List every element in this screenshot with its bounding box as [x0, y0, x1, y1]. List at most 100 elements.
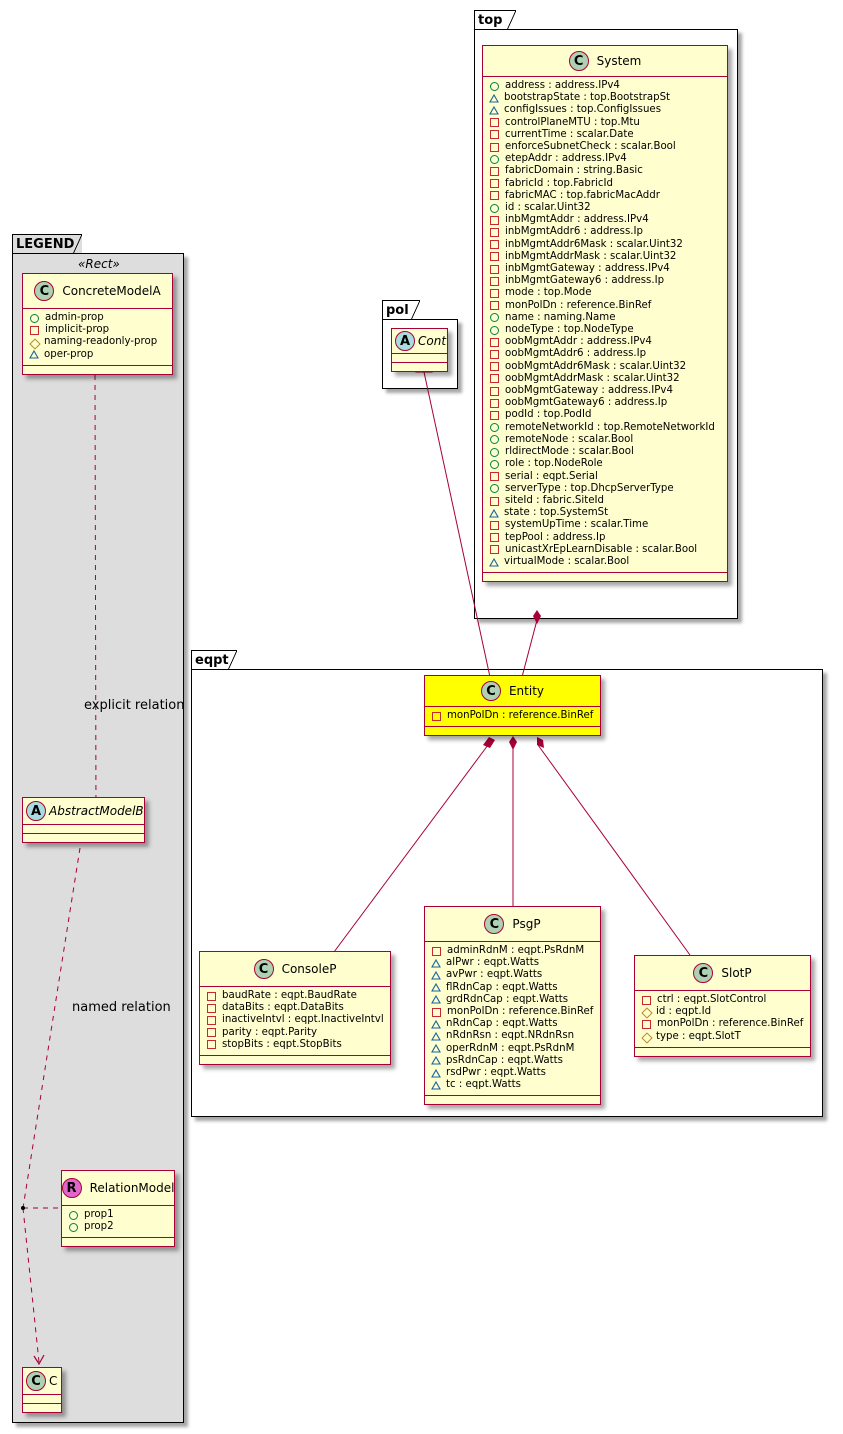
- attribute-row: etepAddr : address.IPv4: [489, 153, 727, 165]
- private-visibility-icon: [207, 1028, 216, 1038]
- public-visibility-icon: [490, 81, 499, 91]
- attribute-text: inbMgmtAddrMask : scalar.Uint32: [505, 250, 677, 262]
- attribute-row: oper-prop: [29, 349, 172, 361]
- private-visibility-icon: [490, 142, 499, 152]
- attribute-text: configIssues : top.ConfigIssues: [504, 104, 662, 116]
- attribute-row: inactiveIntvl : eqpt.InactiveIntvl: [206, 1014, 390, 1026]
- attribute-text: remoteNetworkId : top.RemoteNetworkId: [505, 421, 715, 433]
- attribute-text: stopBits : eqpt.StopBits: [222, 1038, 342, 1050]
- attribute-text: oobMgmtGateway6 : address.Ip: [505, 397, 668, 409]
- attribute-text: fabricDomain : string.Basic: [505, 165, 643, 177]
- attribute-row: address : address.IPv4: [489, 80, 727, 92]
- legend-stereotype: «Rect»: [78, 257, 120, 271]
- class-name: C: [49, 1374, 58, 1388]
- attribute-row: flRdnCap : eqpt.Watts: [431, 982, 600, 994]
- attribute-text: state : top.SystemSt: [504, 507, 609, 519]
- attribute-text: prop2: [84, 1221, 114, 1233]
- attribute-row: configIssues : top.ConfigIssues: [489, 104, 727, 116]
- package-visibility-icon: [431, 1044, 441, 1053]
- private-visibility-icon: [207, 991, 216, 1001]
- attribute-text: oobMgmtAddr6Mask : scalar.Uint32: [505, 360, 687, 372]
- private-visibility-icon: [207, 1040, 216, 1050]
- abstract-spot-icon: A: [395, 331, 415, 351]
- attribute-row: monPolDn : reference.BinRef: [431, 1006, 600, 1018]
- attribute-text: admin-prop: [45, 312, 104, 323]
- private-visibility-icon: [490, 276, 499, 286]
- attribute-text: systemUpTime : scalar.Time: [505, 519, 649, 531]
- private-visibility-icon: [490, 520, 499, 530]
- attribute-text: monPolDn : reference.BinRef: [447, 1006, 594, 1018]
- attribute-text: serverType : top.DhcpServerType: [505, 482, 674, 494]
- attribute-row: oobMgmtAddrMask : scalar.Uint32: [489, 373, 727, 385]
- attribute-text: operRdnM : eqpt.PsRdnM: [446, 1042, 575, 1054]
- package-visibility-icon: [431, 1068, 441, 1078]
- attribute-row: serial : eqpt.Serial: [489, 471, 727, 483]
- attribute-row: nRdnRsn : eqpt.NRdnRsn: [431, 1030, 600, 1042]
- attribute-row: type : eqpt.SlotT: [641, 1031, 810, 1043]
- private-visibility-icon: [642, 995, 651, 1005]
- private-visibility-icon: [490, 252, 499, 262]
- attribute-row: prop1: [68, 1209, 174, 1221]
- method-list: [635, 1048, 810, 1056]
- public-visibility-icon: [490, 459, 499, 469]
- attribute-row: adminRdnM : eqpt.PsRdnM: [431, 945, 600, 957]
- public-visibility-icon: [490, 203, 499, 213]
- private-visibility-icon: [490, 411, 499, 421]
- attribute-row: id : eqpt.Id: [641, 1006, 810, 1018]
- attribute-row: siteId : fabric.SiteId: [489, 495, 727, 507]
- attribute-row: nodeType : top.NodeType: [489, 324, 727, 336]
- attribute-text: monPolDn : reference.BinRef: [505, 299, 652, 311]
- attribute-row: name : naming.Name: [489, 312, 727, 324]
- attribute-row: currentTime : scalar.Date: [489, 129, 727, 141]
- attribute-text: implicit-prop: [45, 324, 110, 336]
- attribute-row: id : scalar.Uint32: [489, 202, 727, 214]
- protected-visibility-icon: [30, 339, 38, 347]
- class-name: System: [596, 54, 642, 68]
- attribute-text: oobMgmtAddrMask : scalar.Uint32: [505, 372, 680, 384]
- attribute-text: inbMgmtGateway6 : address.Ip: [505, 275, 665, 287]
- attribute-row: state : top.SystemSt: [489, 507, 727, 519]
- public-visibility-icon: [490, 435, 499, 445]
- attribute-list: [23, 825, 144, 834]
- class-name: ConsoleP: [281, 962, 337, 976]
- attribute-list: [392, 354, 447, 363]
- method-list: [62, 1238, 174, 1246]
- attribute-text: id : eqpt.Id: [656, 1006, 712, 1018]
- private-visibility-icon: [490, 496, 499, 506]
- attribute-row: dataBits : eqpt.DataBits: [206, 1002, 390, 1014]
- package-visibility-icon: [431, 983, 441, 992]
- attribute-row: stopBits : eqpt.StopBits: [206, 1039, 390, 1051]
- package-tab-pol: pol: [382, 300, 420, 322]
- class-spot-icon: C: [480, 681, 501, 701]
- private-visibility-icon: [490, 289, 499, 299]
- private-visibility-icon: [490, 533, 499, 543]
- private-visibility-icon: [490, 118, 499, 128]
- attribute-text: grdRdnCap : eqpt.Watts: [446, 993, 569, 1005]
- attribute-text: name : naming.Name: [505, 311, 616, 323]
- attribute-row: role : top.NodeRole: [489, 458, 727, 470]
- private-visibility-icon: [490, 215, 499, 225]
- public-visibility-icon: [490, 447, 499, 457]
- attribute-text: rldirectMode : scalar.Bool: [505, 446, 634, 458]
- attribute-row: bootstrapState : top.BootstrapSt: [489, 92, 727, 104]
- attribute-text: monPolDn : reference.BinRef: [657, 1018, 804, 1030]
- attribute-text: monPolDn : reference.BinRef: [447, 710, 594, 721]
- class-spot-icon: C: [693, 963, 714, 983]
- attribute-list: [23, 1395, 61, 1404]
- attribute-text: serial : eqpt.Serial: [505, 470, 598, 482]
- attribute-text: virtualMode : scalar.Bool: [504, 555, 630, 567]
- attribute-text: id : scalar.Uint32: [505, 202, 591, 214]
